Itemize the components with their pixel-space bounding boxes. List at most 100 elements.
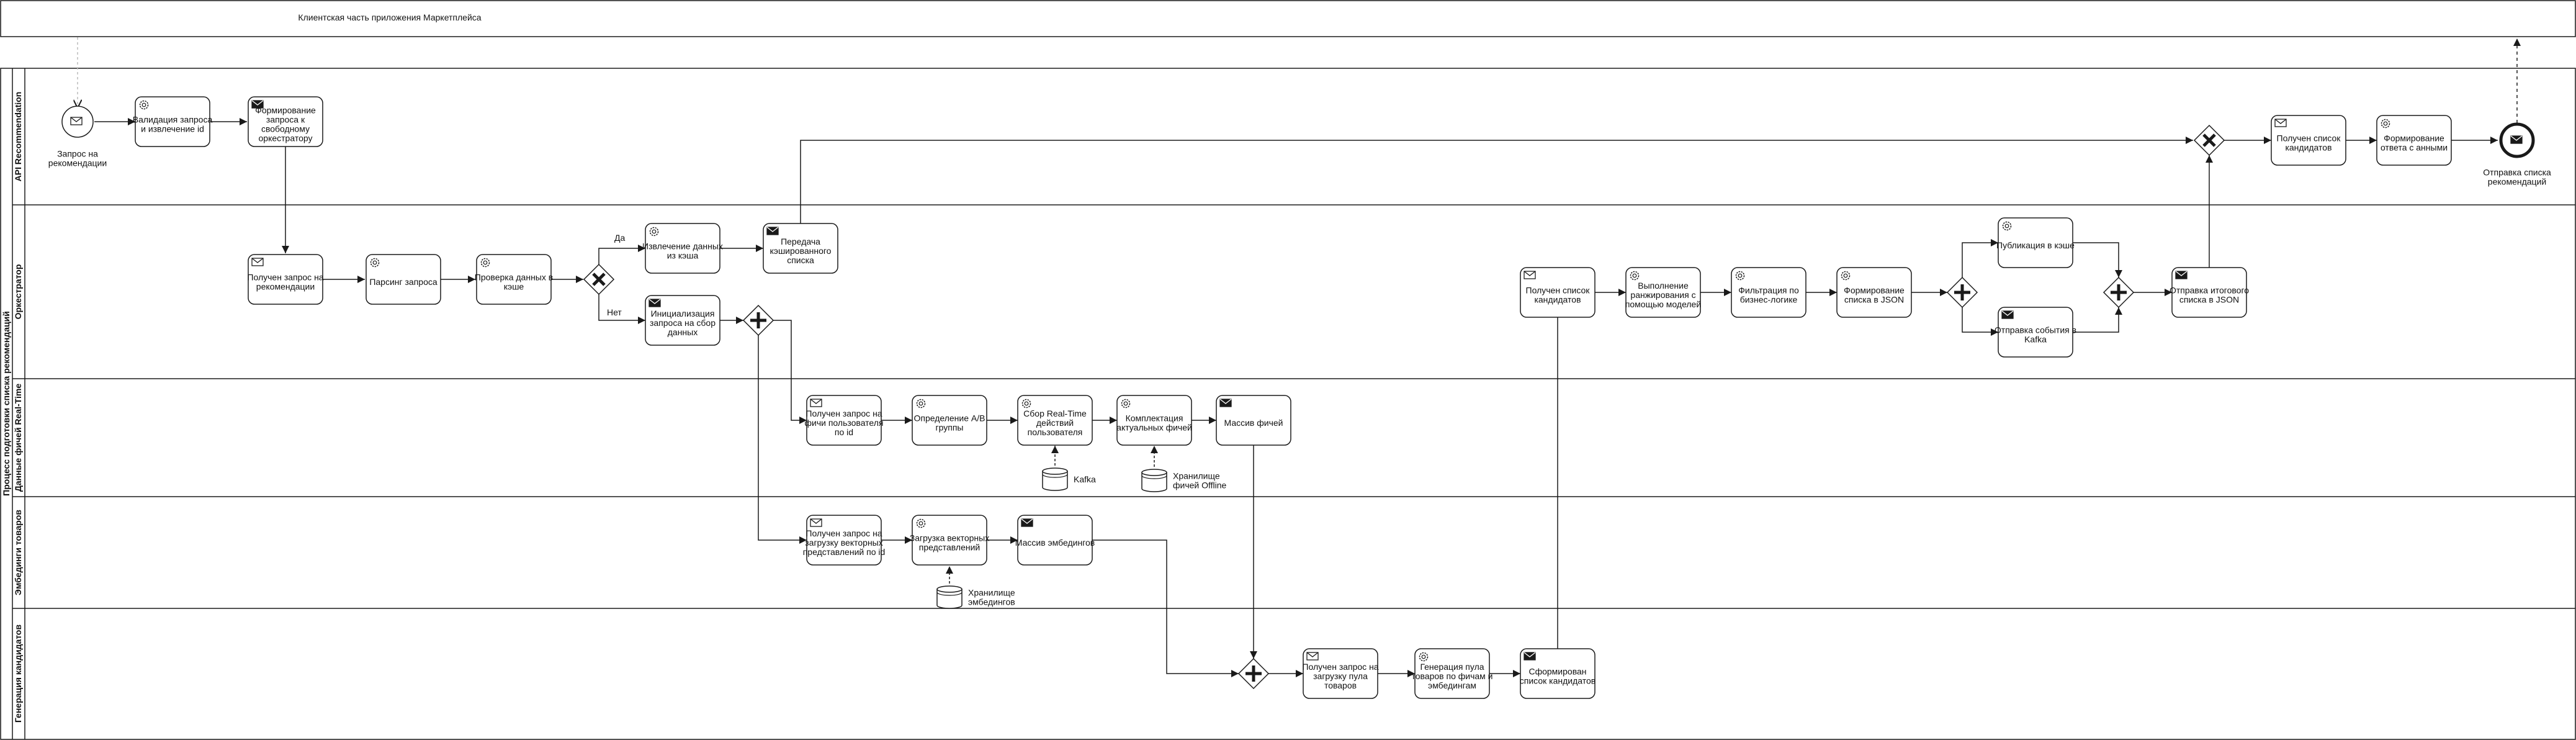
task-label-line: Выполнение — [1638, 281, 1689, 291]
exclusive-gateway-icon — [592, 273, 606, 286]
lane-api: API Recommendation — [13, 92, 23, 182]
gateway-publish-join[interactable] — [2103, 276, 2135, 309]
send-message-icon — [648, 299, 661, 307]
gateway-no-label: Нет — [607, 307, 622, 317]
service-task-icon — [139, 100, 149, 110]
task-publish-cache[interactable]: Публикация в кэше — [1996, 217, 2075, 268]
task-label-line: Получен запрос на — [806, 528, 882, 538]
task-label-line: товаров по фичам и — [1411, 671, 1492, 681]
task-label-line: представлений по id — [803, 547, 886, 557]
send-message-icon — [251, 100, 264, 109]
send-message-icon — [2510, 135, 2523, 144]
task-label-line: загрузку пула — [1313, 671, 1368, 681]
data-store-label-line: фичей Offline — [1173, 481, 1227, 490]
flow-par-publish — [1962, 239, 1998, 278]
lane-embeddings: Эмбединги товаров — [13, 510, 23, 595]
gateway-publish-split[interactable] — [1946, 276, 1978, 309]
receive-message-icon — [1306, 652, 1319, 661]
service-task-icon — [916, 399, 926, 408]
flow-par-features — [773, 320, 807, 424]
flow-publish-join — [2073, 242, 2122, 278]
gateway-cache-check[interactable] — [583, 263, 615, 296]
task-label-line: запроса на сбор — [650, 318, 716, 328]
external-pool-title: Клиентская часть приложения Маркетплейса — [298, 12, 481, 22]
task-label-line: Определение A/B — [914, 413, 985, 423]
service-task-icon — [1121, 399, 1131, 408]
receive-message-icon — [810, 518, 822, 527]
flow-kafka-join — [2073, 307, 2122, 333]
parallel-gateway-icon — [2111, 284, 2127, 300]
task-label-line: по id — [835, 427, 853, 437]
task-label-line: Получен запрос на — [247, 273, 323, 282]
data-store-label-line: Хранилище — [968, 588, 1015, 598]
task-label-line: эмбедингам — [1428, 680, 1476, 690]
service-task-icon — [916, 518, 926, 528]
gateway-init-split[interactable] — [742, 304, 774, 336]
service-task-icon — [480, 258, 490, 268]
gateways — [583, 124, 2225, 690]
task-label-line: данных — [668, 327, 698, 337]
exclusive-gateway-icon — [2202, 133, 2216, 147]
task-label-line: помощью моделей — [1625, 299, 1701, 309]
service-task-icon — [1630, 271, 1640, 281]
start-event-label-line: рекомендации — [48, 158, 107, 168]
task-label-line: Формирование — [2384, 133, 2444, 143]
task-label-line: список кандидатов — [1520, 676, 1595, 686]
service-task-icon — [649, 227, 659, 237]
task-parse[interactable]: Парсинг запроса — [366, 254, 441, 305]
gateway-response-merge[interactable] — [2193, 124, 2225, 156]
end-event-label-line: Отправка списка — [2483, 168, 2551, 178]
service-task-icon — [1419, 652, 1429, 662]
task-label-line: Получен запрос на — [806, 408, 882, 418]
task-emb-array[interactable]: Массив эмбедингов — [1015, 515, 1095, 566]
task-label-line: Получен список — [1526, 286, 1591, 296]
task-label-line: действий — [1036, 418, 1074, 428]
task-label-line: ответа с анными — [2381, 143, 2448, 153]
flow-gw-yes — [598, 245, 645, 264]
data-store-kafka[interactable]: Kafka — [1042, 467, 1096, 491]
flow-embarray-par — [1092, 539, 1239, 677]
task-label-line: Извлечение данных — [642, 241, 723, 251]
service-task-icon — [370, 258, 380, 268]
gateway-candidates-join[interactable] — [1237, 657, 1270, 690]
task-label-line: Генерация пула — [1420, 662, 1484, 672]
service-task-icon — [2381, 119, 2390, 129]
lane-orchestrator: Оркестратор — [13, 264, 23, 320]
task-feat-array[interactable]: Массив фичей — [1216, 395, 1291, 446]
task-label-line: Фильтрация по — [1738, 286, 1799, 296]
receive-message-icon — [2274, 119, 2287, 127]
task-label-line: рекомендации — [256, 282, 315, 292]
task-label-line: Проверка данных в — [475, 273, 553, 282]
service-task-icon — [1021, 399, 1031, 408]
